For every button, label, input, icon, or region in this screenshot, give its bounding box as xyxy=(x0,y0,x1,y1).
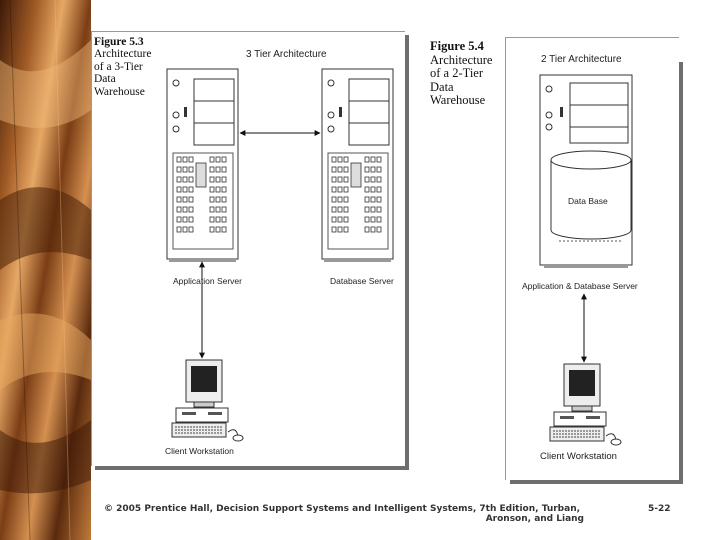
application-server-label: Application Server xyxy=(173,276,242,286)
client-workstation-2tier xyxy=(549,363,622,446)
application-database-server-label: Application & Database Server xyxy=(522,281,638,291)
client-workstation-label-2tier: Client Workstation xyxy=(540,451,617,462)
figure-3tier-frame-shadow-bottom xyxy=(95,465,409,470)
figure-3tier-caption-line: Warehouse xyxy=(94,85,145,98)
figure-2tier-frame-shadow-bottom xyxy=(510,479,683,484)
figure-2tier-caption: Figure 5.4 Architecture of a 2-Tier Data… xyxy=(430,39,493,108)
figure-2tier-caption-line: Data xyxy=(430,79,454,94)
figure-3tier-title: 3 Tier Architecture xyxy=(246,49,327,60)
database-cylinder-icon xyxy=(550,150,632,242)
database-server-label: Database Server xyxy=(330,276,394,286)
figure-3tier-number: Figure 5.3 xyxy=(94,36,144,48)
figure-2tier-caption-line: Warehouse xyxy=(430,93,486,107)
figure-3tier-caption-line: Architecture xyxy=(94,48,152,61)
figure-2tier-number: Figure 5.4 xyxy=(430,39,484,53)
client-workstation-label-3tier: Client Workstation xyxy=(165,446,234,456)
client-workstation-3tier xyxy=(171,359,244,442)
figure-2tier-caption-line: Architecture xyxy=(430,52,493,67)
figure-2tier-caption-line: of a 2-Tier xyxy=(430,66,484,80)
footer-citation-line1: © 2005 Prentice Hall, Decision Support S… xyxy=(104,504,581,514)
wood-texture-decoration xyxy=(0,0,91,540)
footer-citation: © 2005 Prentice Hall, Decision Support S… xyxy=(104,504,584,524)
figure-2tier-frame-shadow xyxy=(678,62,683,484)
figure-2tier-title: 2 Tier Architecture xyxy=(541,54,622,65)
footer-page-number: 5-22 xyxy=(648,504,671,514)
application-server-tower xyxy=(167,69,238,261)
figure-3tier-caption: Figure 5.3 Architecture of a 3-Tier Data… xyxy=(94,36,151,98)
footer-citation-line2: Aronson, and Liang xyxy=(485,514,584,524)
figure-3tier-frame-shadow xyxy=(404,35,409,470)
figure-3tier-caption-line: Data xyxy=(94,73,116,86)
database-server-tower xyxy=(322,69,393,261)
database-label: Data Base xyxy=(568,196,608,206)
figure-3tier-caption-line: of a 3-Tier xyxy=(94,60,143,73)
